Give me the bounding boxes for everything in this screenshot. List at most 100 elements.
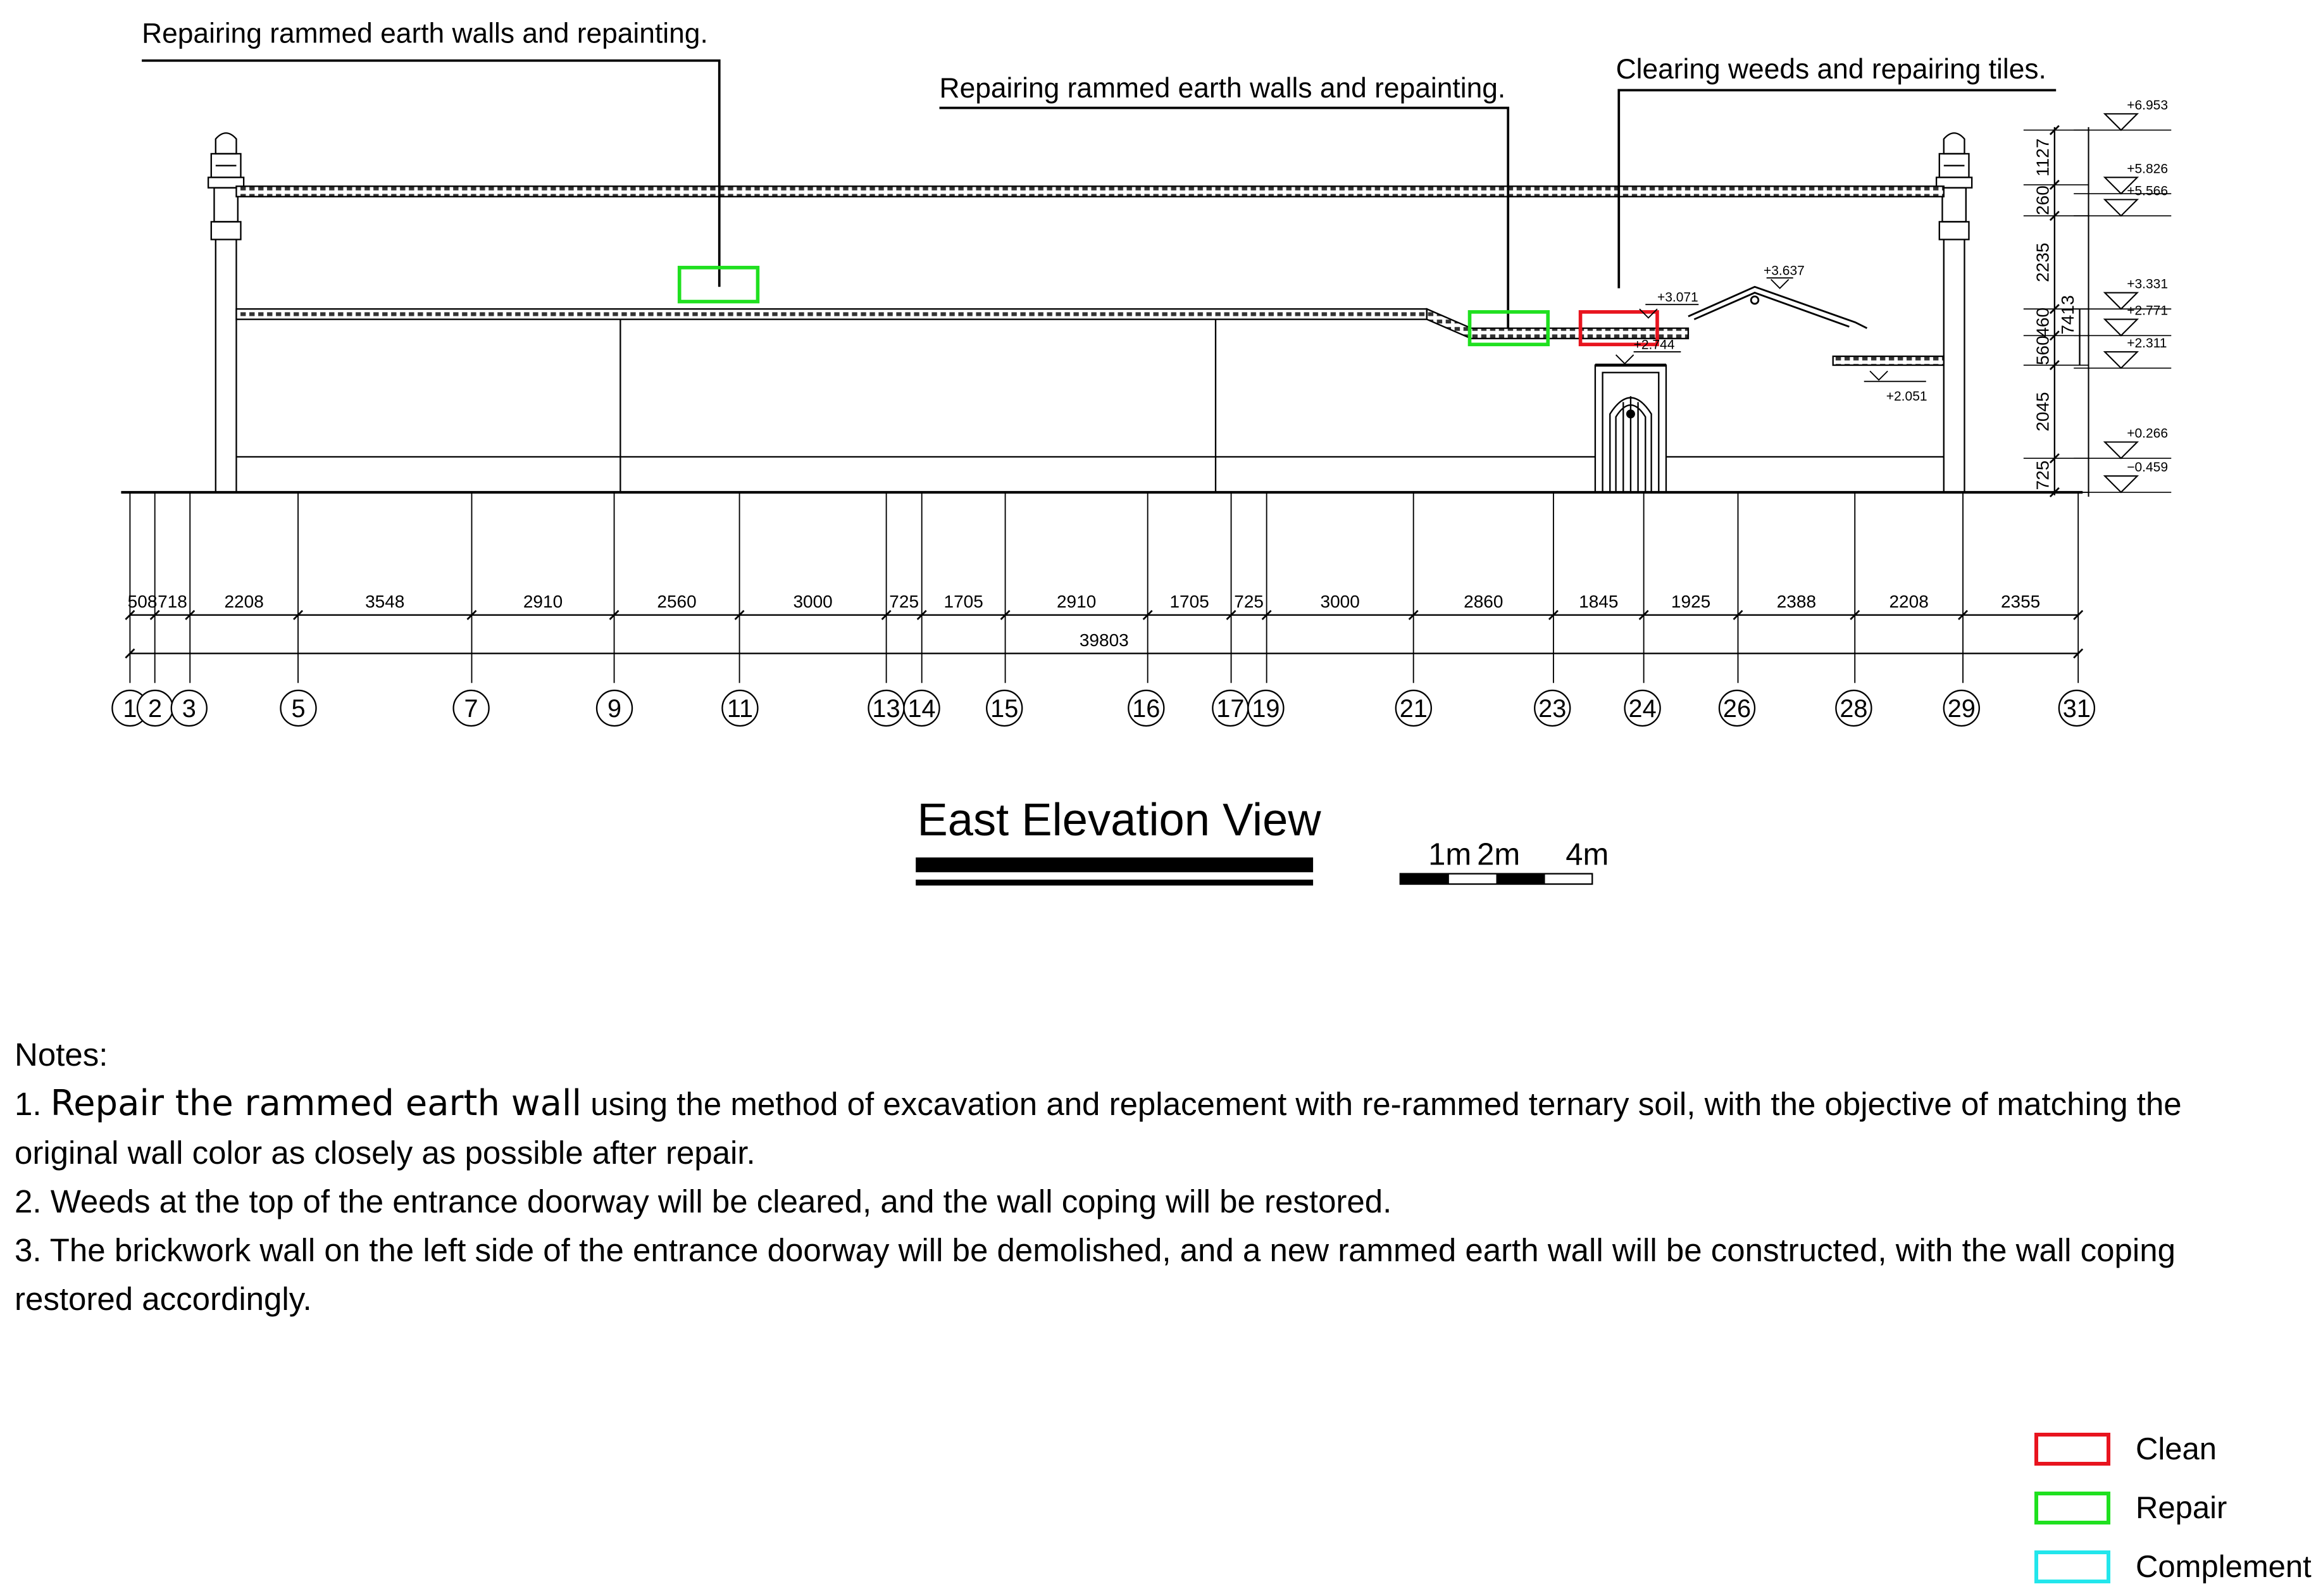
grid-axis-label: 29 <box>1948 695 1976 723</box>
upper-wall-coping <box>235 185 1945 197</box>
grid-axis-label: 3 <box>182 695 196 723</box>
dimension-value: 3000 <box>793 592 832 611</box>
note-2: 2. Weeds at the top of the entrance door… <box>15 1183 1392 1219</box>
left-pillar <box>207 132 245 492</box>
dimension-tick <box>609 609 619 620</box>
notes-section: Notes: 1. Repair the rammed earth wall u… <box>15 1030 2293 1323</box>
elevation-triangle <box>2103 113 2139 132</box>
total-dimension-value: 39803 <box>1080 630 1129 650</box>
elevation-markers: +6.953+5.826+5.566+3.331+2.771+2.311+0.2… <box>2074 98 2172 497</box>
elevation-value: +2.311 <box>2127 336 2167 351</box>
vertical-dimension-value: 2235 <box>2033 242 2053 282</box>
grid-axis-label: 1 <box>123 695 137 723</box>
grid-axis-label: 14 <box>907 695 935 723</box>
elevation-triangle <box>2103 351 2139 370</box>
dimension-value: 725 <box>1234 592 1264 611</box>
grid-axis-label: 15 <box>990 695 1018 723</box>
vertical-dimension-value: 460 <box>2033 308 2053 337</box>
dimension-tick <box>2073 609 2084 620</box>
grid-axis-label: 2 <box>148 695 162 723</box>
elevation-value: +6.953 <box>2127 98 2168 113</box>
legend-label-complement: Complement <box>2136 1549 2312 1584</box>
right-pillar <box>1935 132 1973 492</box>
repair-marker-left <box>677 266 760 304</box>
legend-swatch-repair <box>2034 1491 2110 1524</box>
dimension-tick <box>1408 609 1419 620</box>
vertical-dimension-value: 260 <box>2033 185 2053 215</box>
elevation-triangle <box>2103 441 2139 459</box>
elevation-value: +5.566 <box>2127 184 2168 198</box>
dimension-tick <box>734 609 745 620</box>
grid-axis-label: 9 <box>607 695 621 723</box>
grid-axis-label: 11 <box>727 695 753 723</box>
grid-axis-label: 13 <box>872 695 900 723</box>
legend: Clean Repair Complement <box>2034 1419 2312 1596</box>
dimension-tick <box>149 609 160 620</box>
drawing-title: East Elevation View <box>918 794 1322 845</box>
dimension-value: 3000 <box>1321 592 1360 611</box>
vertical-tick <box>2049 180 2060 190</box>
grid-axis-label: 28 <box>1840 695 1867 723</box>
grid-axis-bubble <box>170 689 208 727</box>
grid-axis-bubble <box>903 689 940 727</box>
entrance-doorway <box>1594 363 1667 494</box>
middle-wall-coping <box>235 308 1690 340</box>
note-3: 3. The brickwork wall on the left side o… <box>15 1232 2176 1317</box>
elevation-value: +0.266 <box>2127 426 2168 440</box>
note-1-number: 1. <box>15 1086 51 1122</box>
vertical-tick <box>2049 487 2060 497</box>
callout-middle: Repairing rammed earth walls and repaint… <box>940 73 1506 104</box>
grid-axis-label: 7 <box>464 695 478 723</box>
grid-axis-bubble <box>452 689 490 727</box>
dimension-value: 725 <box>889 592 919 611</box>
grid-axis-bubble <box>1943 689 1980 727</box>
dimension-tick <box>1142 609 1153 620</box>
vertical-total-value: 7413 <box>2058 295 2077 334</box>
legend-item-clean: Clean <box>2034 1419 2312 1478</box>
grid-axis-bubble <box>1624 689 1661 727</box>
callout-leaders <box>142 59 2057 328</box>
vertical-dimension-value: 2045 <box>2033 392 2053 431</box>
dimension-tick <box>1261 609 1272 620</box>
dimension-tick <box>185 609 196 620</box>
dimension-tick <box>125 609 135 620</box>
title-underline-thin <box>916 879 1314 886</box>
elevation-value: +2.771 <box>2127 304 2168 318</box>
vertical-tick <box>2049 330 2060 341</box>
grid-axis-bubble <box>1395 689 1432 727</box>
dimension-tick <box>466 609 477 620</box>
grid-axis-label: 21 <box>1400 695 1428 723</box>
callout-left: Repairing rammed earth walls and repaint… <box>142 18 708 49</box>
grid-axis-bubble <box>1247 689 1285 727</box>
scale-bar <box>1399 873 1593 885</box>
scale-label-1m: 1m <box>1428 838 1471 872</box>
repair-marker-middle <box>1467 310 1550 347</box>
side-wall-coping <box>1832 355 1945 366</box>
gate-roof <box>1688 285 1868 329</box>
dimension-value: 1705 <box>1169 592 1209 611</box>
grid-axis-label: 5 <box>291 695 305 723</box>
dimension-value: 1845 <box>1579 592 1618 611</box>
grid-axis-label: 24 <box>1629 695 1657 723</box>
grid-axis-label: 23 <box>1538 695 1566 723</box>
scale-label-2m: 2m <box>1477 838 1520 872</box>
dimension-tick <box>1548 609 1559 620</box>
grid-axis-label: 26 <box>1723 695 1751 723</box>
dimension-value: 1925 <box>1671 592 1710 611</box>
dimension-tick <box>916 609 927 620</box>
grid-axis-label: 31 <box>2063 695 2091 723</box>
dimension-value: 2910 <box>1057 592 1096 611</box>
vertical-tick <box>2049 211 2060 221</box>
dimension-tick <box>1638 609 1649 620</box>
elevation-coping-top: +3.071 <box>1657 290 1698 305</box>
note-1-text: using the method of excavation and repla… <box>15 1086 2182 1171</box>
grid-axis-bubble <box>1128 689 1165 727</box>
local-elevation-marks <box>1615 277 1926 382</box>
elevation-triangle <box>2103 292 2139 310</box>
vertical-tick <box>2049 360 2060 371</box>
legend-swatch-complement <box>2034 1550 2110 1583</box>
